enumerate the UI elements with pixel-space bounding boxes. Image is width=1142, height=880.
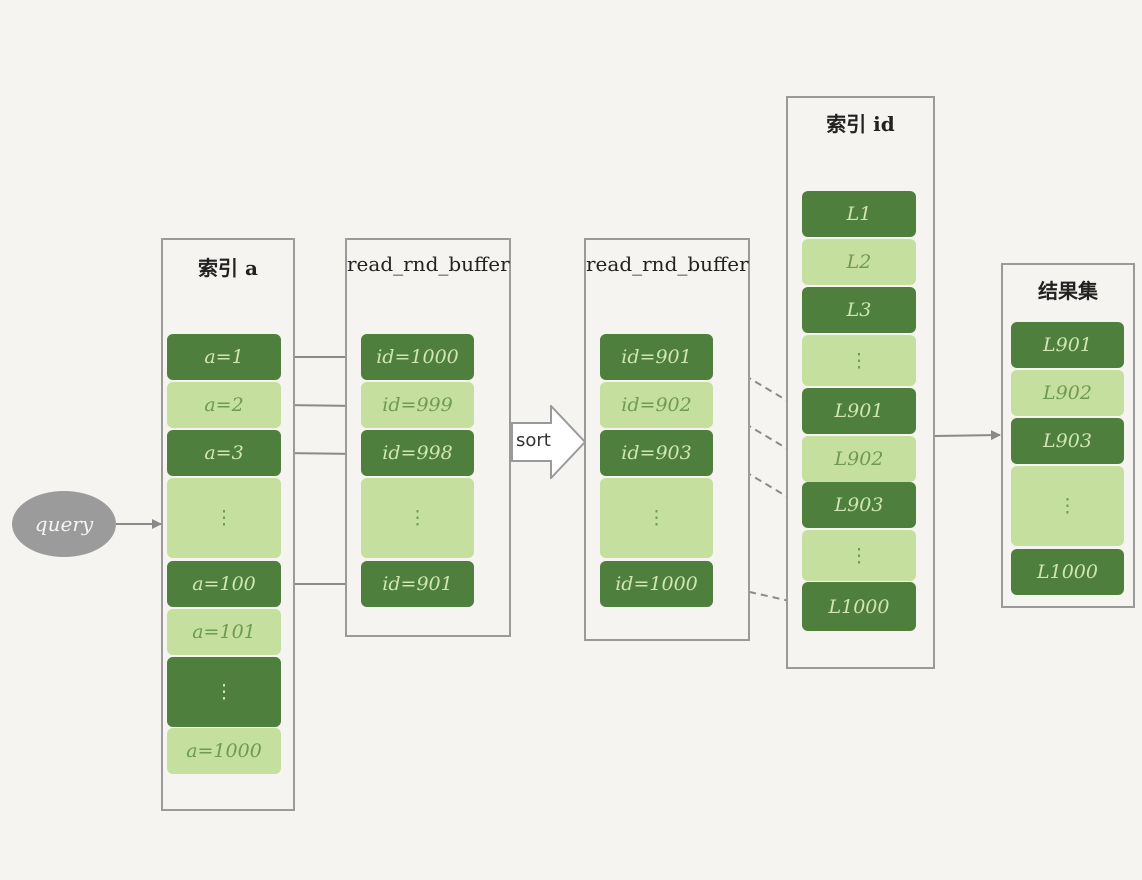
index-id-cell: L3: [802, 287, 916, 333]
index-a-cell: a=100: [167, 561, 281, 607]
sort-arrow-icon: [511, 405, 587, 479]
index-a-title: 索引 a: [198, 256, 258, 280]
index-id-cell: ⋮: [802, 530, 916, 581]
result-set-title: 结果集: [1038, 279, 1098, 303]
buffer2-cell: id=903: [600, 430, 713, 476]
buffer1-cell: ⋮: [361, 478, 474, 558]
buffer1-cell: id=998: [361, 430, 474, 476]
index-a-cell: a=2: [167, 382, 281, 428]
query-label: query: [34, 512, 94, 536]
result-cell: L902: [1011, 370, 1124, 416]
index-id-cell: ⋮: [802, 335, 916, 386]
buffer2-cell: id=902: [600, 382, 713, 428]
result-cell: L1000: [1011, 549, 1124, 595]
read-rnd-buffer-1-title: read_rnd_buffer: [347, 252, 510, 276]
index-a-cell: a=3: [167, 430, 281, 476]
index-id-cell: L902: [802, 436, 916, 482]
result-cell: ⋮: [1011, 466, 1124, 546]
read-rnd-buffer-2-title: read_rnd_buffer: [586, 252, 749, 276]
buffer1-cell: id=1000: [361, 334, 474, 380]
result-cell: L901: [1011, 322, 1124, 368]
result-cell: L903: [1011, 418, 1124, 464]
buffer1-cell: id=901: [361, 561, 474, 607]
index-a-cell: ⋮: [167, 478, 281, 558]
buffer2-cell: ⋮: [600, 478, 713, 558]
index-a-cell: ⋮: [167, 657, 281, 727]
buffer2-cell: id=901: [600, 334, 713, 380]
index-id-cell: L2: [802, 239, 916, 285]
query-node: query: [12, 491, 116, 557]
buffer1-cell: id=999: [361, 382, 474, 428]
index-a-cell: a=1: [167, 334, 281, 380]
index-a-cell: a=1000: [167, 728, 281, 774]
index-id-cell: L1000: [802, 582, 916, 631]
index-id-cell: L901: [802, 388, 916, 434]
index-id-cell: L903: [802, 482, 916, 528]
index-a-cell: a=101: [167, 609, 281, 655]
buffer2-cell: id=1000: [600, 561, 713, 607]
index-id-cell: L1: [802, 191, 916, 237]
index-id-title: 索引 id: [826, 112, 895, 136]
index-id-to-result-arrow: [934, 430, 1001, 441]
sort-label: sort: [516, 430, 551, 451]
